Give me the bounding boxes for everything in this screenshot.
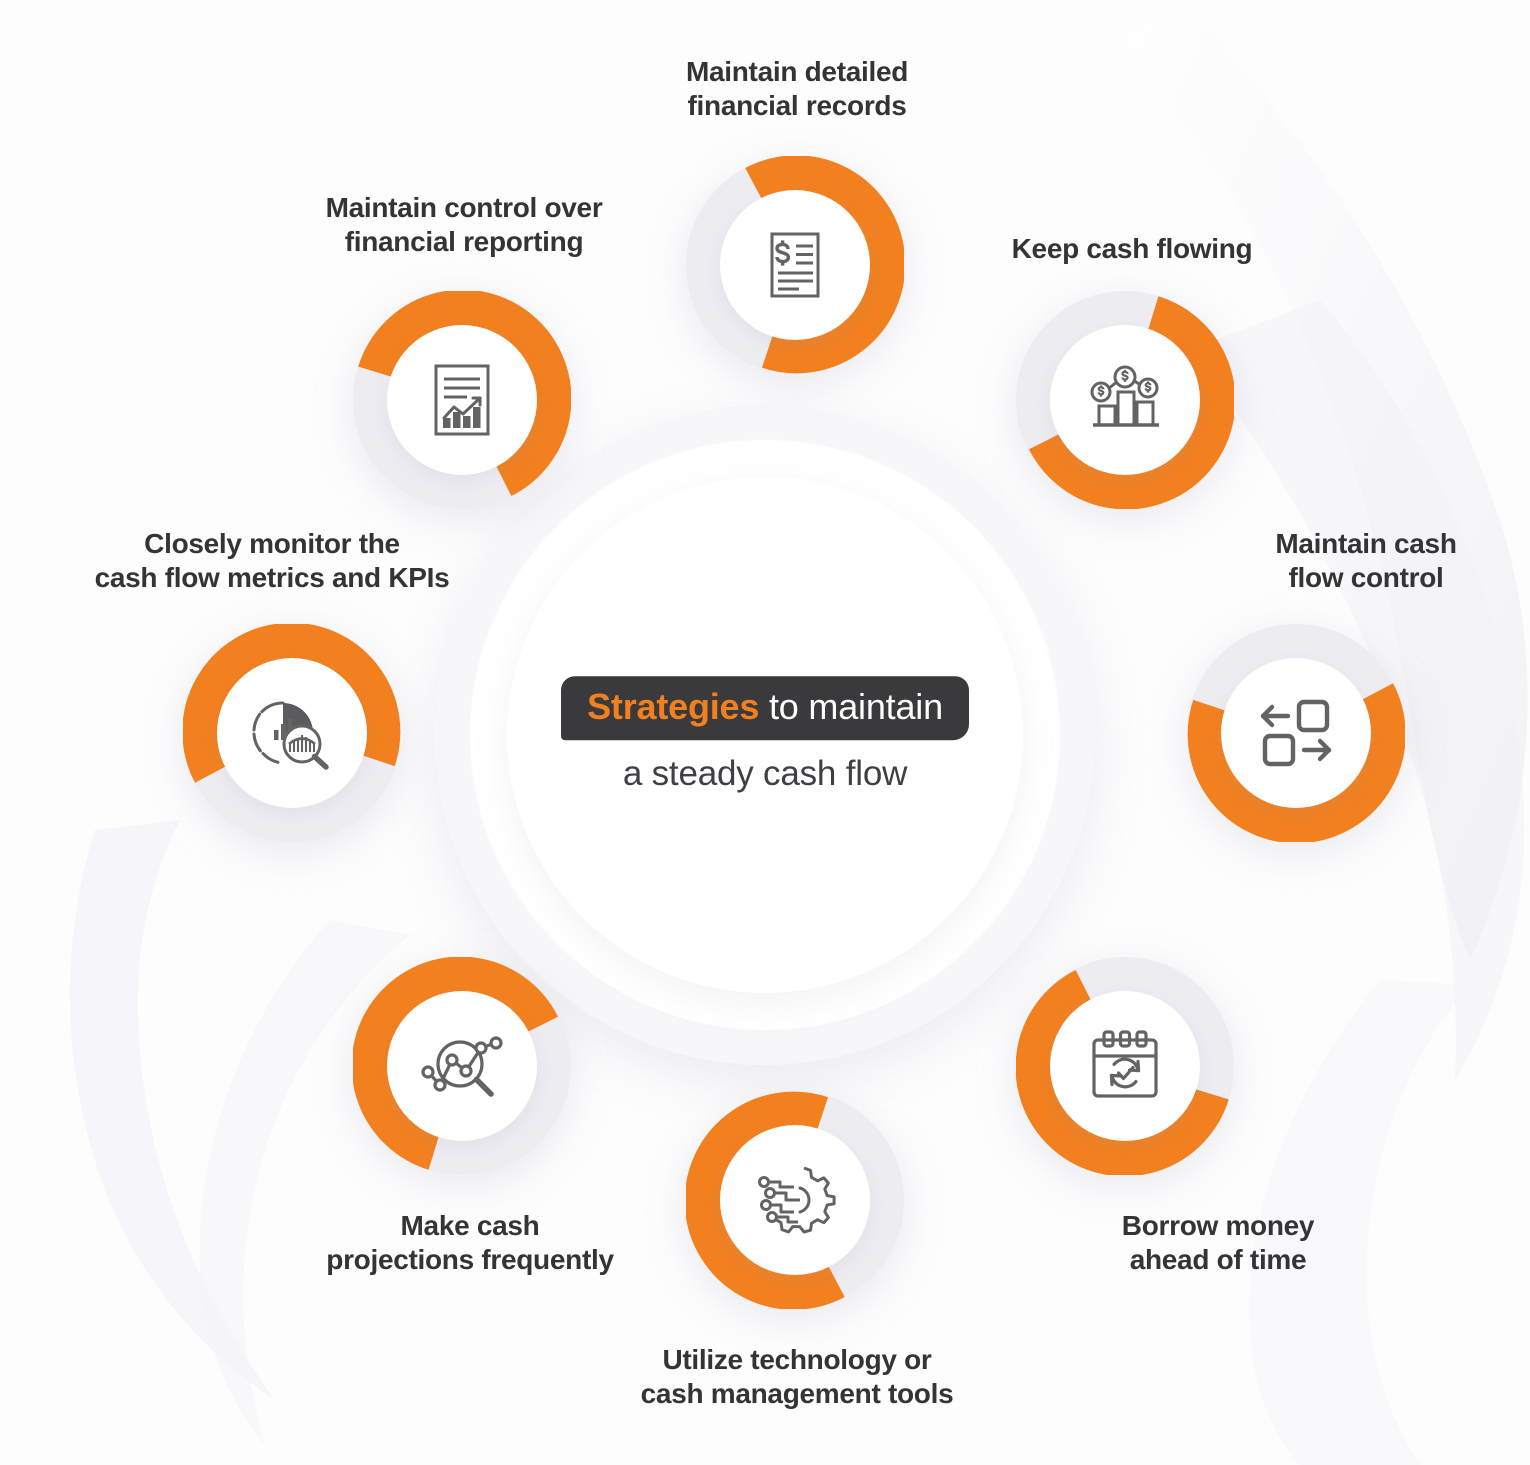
label-cash-flow-control: Maintain cash flow control xyxy=(1275,527,1457,595)
report-chart-document-icon xyxy=(434,364,490,436)
center-title-accent: Strategies xyxy=(587,686,760,728)
label-line-2: ahead of time xyxy=(1129,1244,1307,1275)
label-cash-projections: Make cash projections frequently xyxy=(326,1209,614,1277)
label-line-1: Closely monitor the xyxy=(144,527,400,559)
label-line-2: financial records xyxy=(687,90,907,121)
node-financial-reporting[interactable] xyxy=(353,291,571,509)
donut-ring-icon xyxy=(353,957,571,1175)
node-utilize-technology[interactable] xyxy=(686,1091,904,1309)
donut-ring-icon xyxy=(1016,957,1234,1175)
node-borrow-ahead[interactable] xyxy=(1016,957,1234,1175)
center-title-rest: to maintain xyxy=(759,686,943,728)
label-line-2: flow control xyxy=(1288,562,1444,593)
magnifier-trendline-icon xyxy=(421,1036,503,1097)
bar-chart-coins-icon xyxy=(1090,365,1159,427)
label-maintain-records: Maintain detailed financial records xyxy=(686,55,908,123)
donut-ring-icon xyxy=(686,1091,904,1309)
donut-ring-icon xyxy=(1016,291,1234,509)
label-line-2: financial reporting xyxy=(344,226,584,257)
center-subtitle: a steady cash flow xyxy=(622,753,908,793)
center-hub-content: Strategies to maintain a steady cash flo… xyxy=(530,676,1000,794)
label-line-1: Maintain control over xyxy=(325,191,603,223)
center-title-pill: Strategies to maintain xyxy=(561,676,969,740)
label-line-1: Keep cash flowing xyxy=(1011,232,1253,264)
donut-ring-icon xyxy=(353,291,571,509)
gear-circuit-icon xyxy=(758,1166,836,1234)
node-icon-circle xyxy=(387,325,537,475)
label-keep-cash-flowing: Keep cash flowing xyxy=(1012,232,1253,266)
donut-magnifier-analytics-icon xyxy=(252,701,329,770)
donut-ring-icon xyxy=(183,624,401,842)
label-line-2: cash management tools xyxy=(640,1378,954,1409)
node-maintain-records[interactable] xyxy=(686,156,904,374)
node-cash-projections[interactable] xyxy=(353,957,571,1175)
donut-ring-icon xyxy=(686,156,904,374)
donut-ring-icon xyxy=(1187,624,1405,842)
label-line-1: Utilize technology or xyxy=(662,1343,932,1375)
label-borrow-ahead: Borrow money ahead of time xyxy=(1121,1209,1315,1277)
calendar-refresh-check-icon xyxy=(1092,1030,1158,1098)
node-icon-circle xyxy=(1221,658,1371,808)
label-utilize-technology: Utilize technology or cash management to… xyxy=(641,1343,954,1411)
transfer-squares-icon xyxy=(1260,699,1332,767)
node-icon-circle xyxy=(720,190,870,340)
node-keep-cash-flowing[interactable] xyxy=(1016,291,1234,509)
node-cash-flow-control[interactable] xyxy=(1187,624,1405,842)
label-line-2: cash flow metrics and KPIs xyxy=(94,562,450,593)
label-monitor-kpis: Closely monitor the cash flow metrics an… xyxy=(95,527,450,595)
label-line-2: projections frequently xyxy=(326,1244,614,1275)
label-financial-reporting: Maintain control over financial reportin… xyxy=(326,191,603,259)
label-line-1: Borrow money xyxy=(1121,1209,1315,1241)
label-line-1: Make cash xyxy=(400,1209,540,1241)
invoice-dollar-icon xyxy=(770,232,820,298)
node-monitor-kpis[interactable] xyxy=(183,624,401,842)
label-line-1: Maintain cash xyxy=(1275,527,1457,559)
node-icon-circle xyxy=(217,658,367,808)
node-icon-circle xyxy=(720,1125,870,1275)
label-line-1: Maintain detailed xyxy=(685,55,909,87)
node-icon-circle xyxy=(387,991,537,1141)
node-icon-circle xyxy=(1050,991,1200,1141)
node-icon-circle xyxy=(1050,325,1200,475)
